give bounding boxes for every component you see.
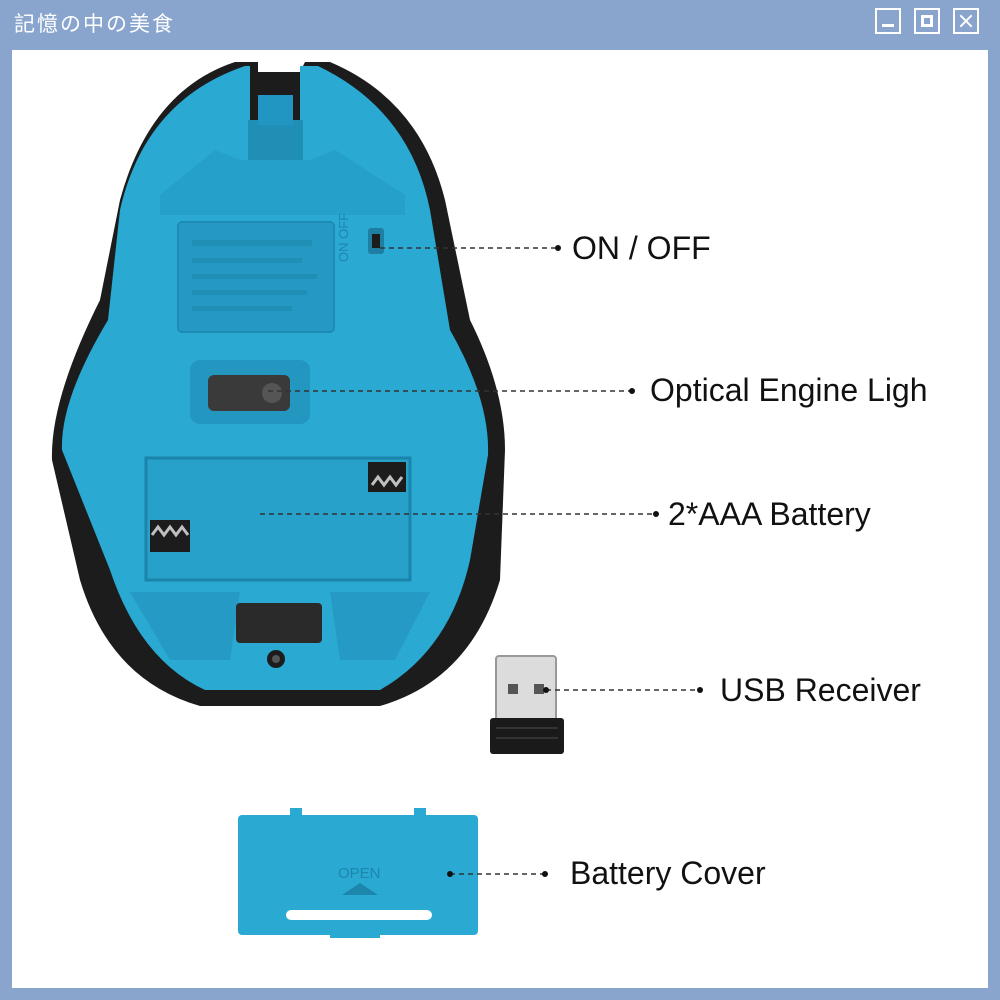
battery-cover: OPEN	[238, 808, 478, 938]
cover-open-text: OPEN	[338, 865, 381, 882]
close-icon[interactable]	[953, 8, 979, 34]
mouse-illustration: ON OFF	[51, 62, 703, 938]
window-title: 記憶の中の美食	[14, 12, 175, 36]
switch-text: ON OFF	[336, 213, 351, 262]
label-on-off: ON / OFF	[572, 230, 711, 266]
product-image-panel: ON OFF	[12, 50, 988, 988]
minimize-icon[interactable]	[875, 8, 901, 34]
label-battery-cover: Battery Cover	[570, 855, 766, 891]
title-bar: 記憶の中の美食	[0, 0, 1000, 46]
usb-receiver	[490, 655, 564, 754]
label-battery: 2*AAA Battery	[668, 496, 871, 532]
mouse-button-hole	[236, 603, 322, 643]
battery-compartment	[144, 456, 412, 582]
maximize-icon[interactable]	[914, 8, 940, 34]
label-optical-engine: Optical Engine Ligh	[650, 372, 928, 408]
label-usb-receiver: USB Receiver	[720, 672, 921, 708]
